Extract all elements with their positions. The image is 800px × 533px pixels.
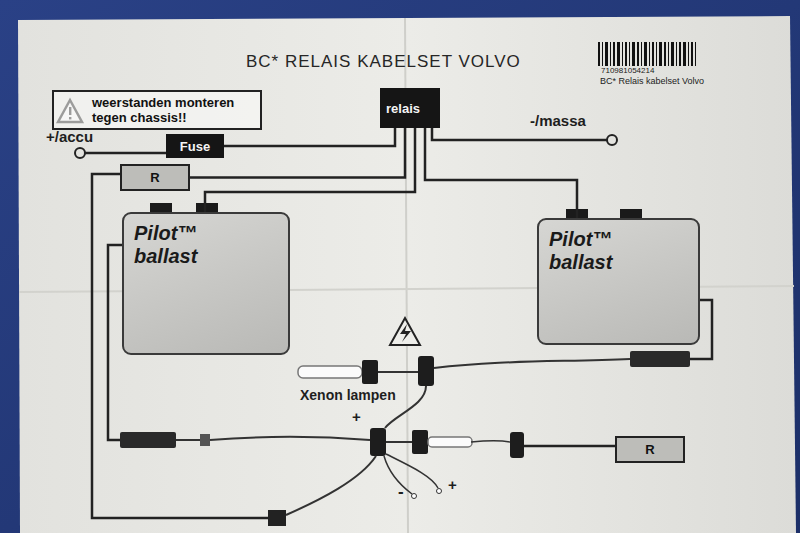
battery-terminal: [75, 148, 85, 158]
barcode: [598, 42, 696, 66]
polarity-sign: +: [352, 408, 361, 425]
diagram-title: BC* RELAIS KABELSET VOLVO: [246, 52, 521, 72]
polarity-sign: +: [448, 476, 457, 493]
plug-connector: [268, 510, 286, 526]
wire: [378, 371, 418, 373]
wire-end: [412, 494, 417, 499]
relay-box: relais: [380, 88, 440, 128]
wire-connector: [205, 128, 415, 212]
wire: [176, 439, 200, 441]
plug: [200, 434, 210, 446]
wire: [108, 245, 122, 440]
xenon-bulb: [428, 437, 472, 447]
barcode-number: 710981054214: [601, 66, 654, 75]
product-name: BC* Relais kabelset Volvo: [600, 76, 704, 86]
ballast-box: Pilot™ ballast: [122, 212, 290, 355]
wire: [432, 128, 607, 140]
wire-connector: [224, 128, 395, 146]
terminal-label: +/accu: [46, 128, 93, 145]
terminal-label: -/massa: [530, 112, 586, 129]
wire: [210, 437, 370, 440]
wire: [471, 441, 510, 443]
wire: [85, 152, 166, 155]
polarity-sign: -: [398, 482, 404, 502]
warning-note: weerstanden monteren tegen chassis!!: [52, 90, 262, 130]
paper-sheet: [18, 16, 796, 533]
wire: [434, 359, 630, 368]
lamp-label: Xenon lampen: [300, 387, 396, 403]
ballast-box: Pilot™ ballast: [537, 218, 700, 345]
node-text: R: [150, 170, 159, 185]
output-connector: [120, 432, 176, 448]
plug-connector: [510, 432, 524, 458]
high-voltage-sign: [390, 318, 420, 345]
resistor-symbol: R: [615, 436, 685, 463]
fuse-box: Fuse: [166, 134, 224, 158]
lamp-socket: [412, 430, 428, 454]
xenon-bulb: [298, 366, 362, 378]
lamp-socket: [370, 428, 386, 456]
output-connector: [630, 351, 690, 367]
lamp-socket: [362, 360, 378, 384]
node-text: Pilot™ ballast: [134, 222, 197, 268]
wire-end: [437, 489, 442, 494]
wire: [386, 441, 412, 443]
lightning-bolt: [400, 324, 411, 342]
wire: [286, 456, 376, 515]
node-text: Fuse: [180, 139, 210, 154]
lamp-socket: [418, 356, 434, 386]
resistor-symbol: R: [120, 164, 190, 191]
wire: [524, 445, 615, 448]
node-text: Pilot™ ballast: [549, 228, 612, 274]
wire: [386, 454, 438, 488]
ground-terminal: [607, 135, 617, 145]
node-text: weerstanden monteren tegen chassis!!: [92, 95, 252, 125]
node-text: relais: [386, 101, 420, 116]
wire-connector: [425, 128, 577, 218]
node-text: R: [645, 442, 654, 457]
